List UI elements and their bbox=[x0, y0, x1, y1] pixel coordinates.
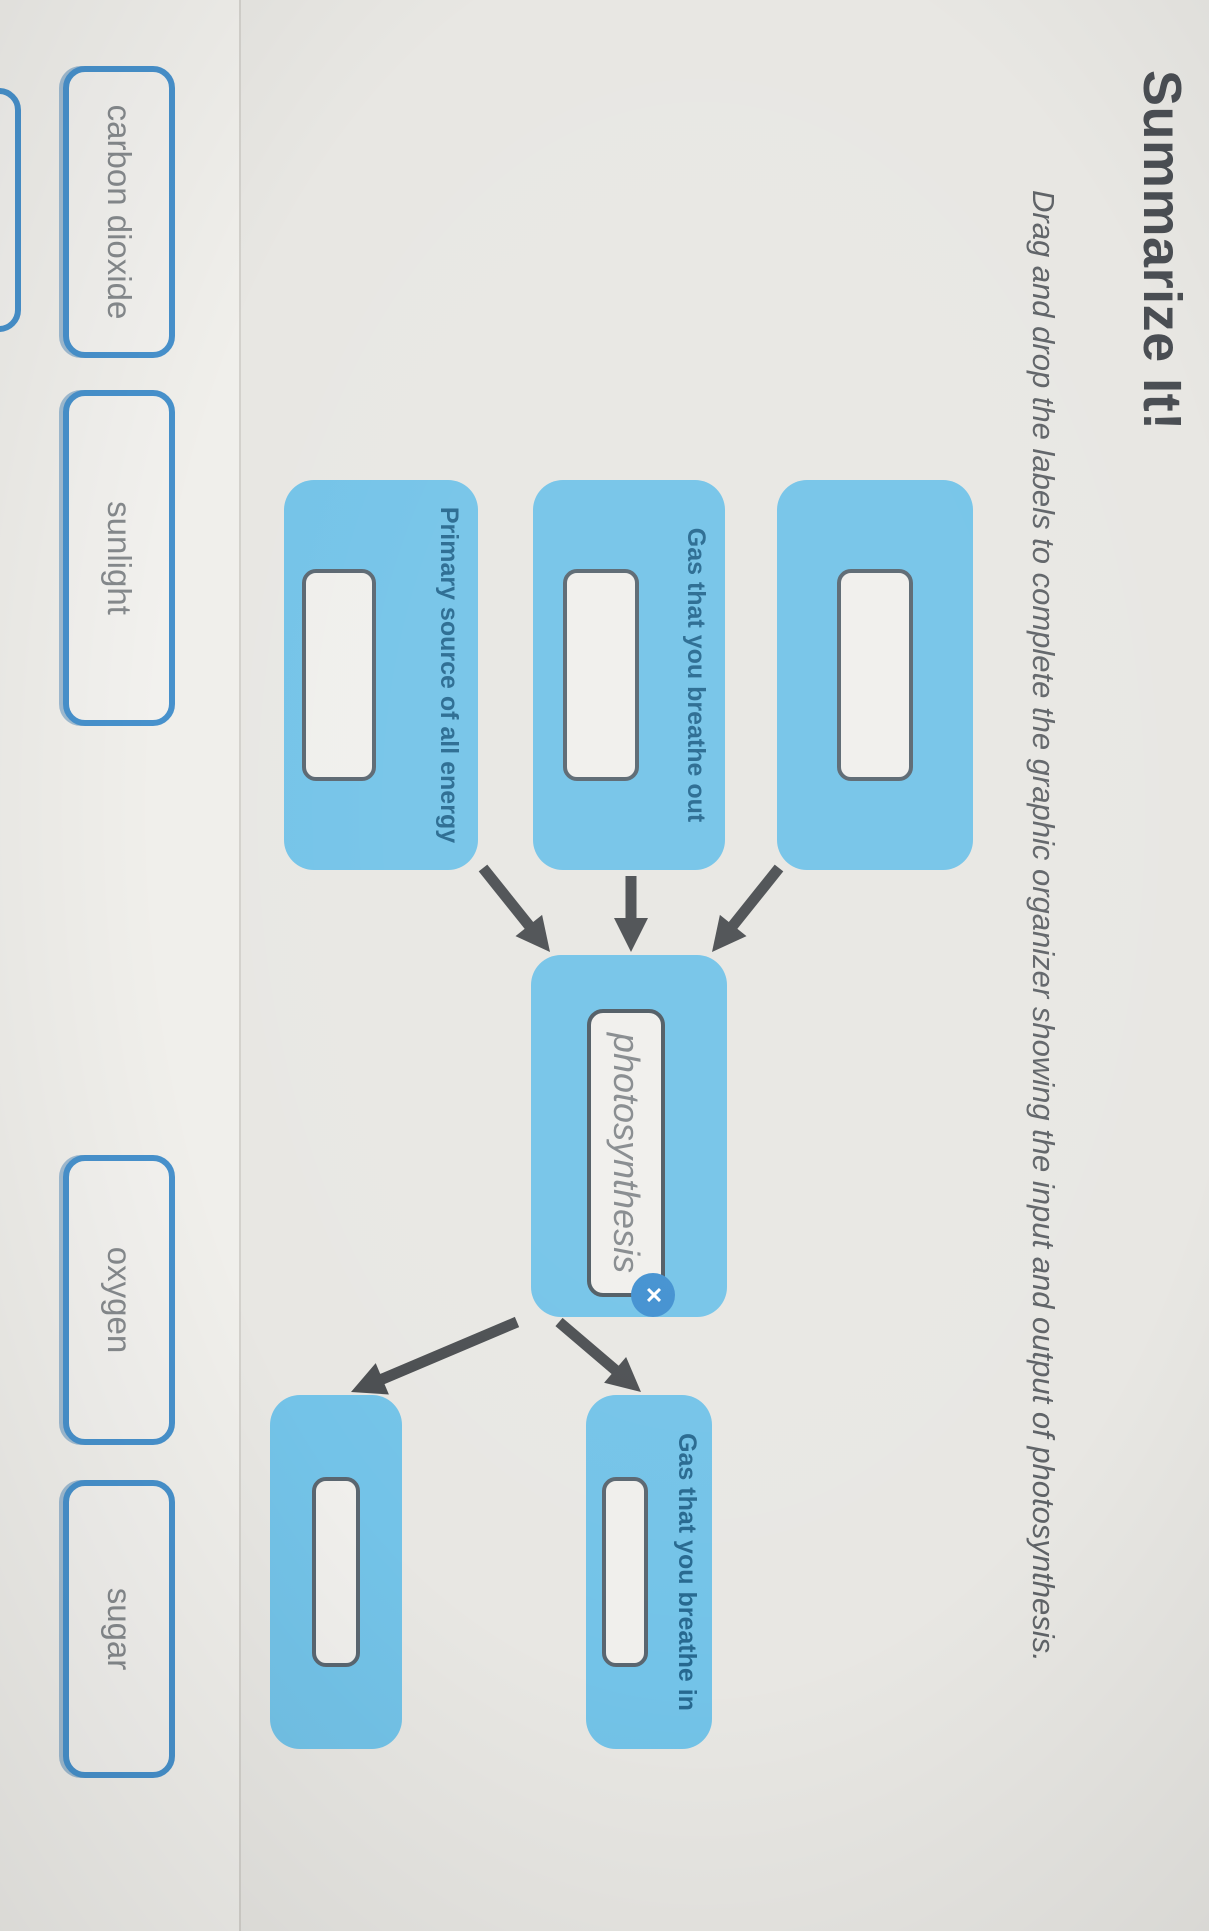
output-box-bottom bbox=[270, 1395, 402, 1749]
output-box-top-drop-slot[interactable] bbox=[602, 1477, 648, 1667]
input-box-top-drop-slot[interactable] bbox=[837, 569, 913, 781]
arrow-input-bottom-to-center bbox=[478, 864, 550, 952]
arrow-center-to-output-top bbox=[555, 1317, 641, 1392]
input-box-middle-drop-slot[interactable] bbox=[563, 569, 639, 781]
arrow-input-top-to-center bbox=[712, 864, 784, 952]
arrow-center-to-output-bottom bbox=[351, 1316, 520, 1395]
input-box-middle: Gas that you breathe out bbox=[533, 480, 725, 870]
output-box-top-label: Gas that you breathe in bbox=[673, 1433, 701, 1711]
remove-chip-button[interactable]: ✕ bbox=[631, 1273, 675, 1317]
dropped-chip-photosynthesis[interactable]: photosynthesis bbox=[606, 1032, 647, 1274]
page-title: Summarize It! bbox=[1132, 70, 1192, 431]
center-box-photosynthesis: photosynthesis ✕ bbox=[531, 955, 727, 1317]
chip-carbon-dioxide[interactable]: carbon dioxide bbox=[63, 66, 175, 358]
page-instructions: Drag and drop the labels to complete the… bbox=[1026, 190, 1061, 1662]
input-box-middle-label: Gas that you breathe out bbox=[682, 527, 710, 823]
input-box-bottom: Primary source of all energy bbox=[284, 480, 478, 870]
arrow-input-middle-to-center bbox=[614, 876, 648, 952]
close-icon: ✕ bbox=[641, 1285, 666, 1305]
chip-sunlight[interactable]: sunlight bbox=[63, 390, 175, 726]
input-box-bottom-label: Primary source of all energy bbox=[435, 506, 463, 844]
chip-oxygen[interactable]: oxygen bbox=[63, 1155, 175, 1445]
chip-sugar[interactable]: sugar bbox=[63, 1480, 175, 1778]
input-box-top bbox=[777, 480, 973, 870]
label-tray: carbon dioxide sunlight oxygen sugar bbox=[0, 0, 241, 1931]
output-box-bottom-drop-slot[interactable] bbox=[312, 1477, 360, 1667]
chip-partially-visible[interactable] bbox=[0, 88, 21, 332]
center-drop-slot-filled[interactable]: photosynthesis bbox=[587, 1009, 665, 1297]
output-box-top: Gas that you breathe in bbox=[586, 1395, 712, 1749]
input-box-bottom-drop-slot[interactable] bbox=[302, 569, 376, 781]
